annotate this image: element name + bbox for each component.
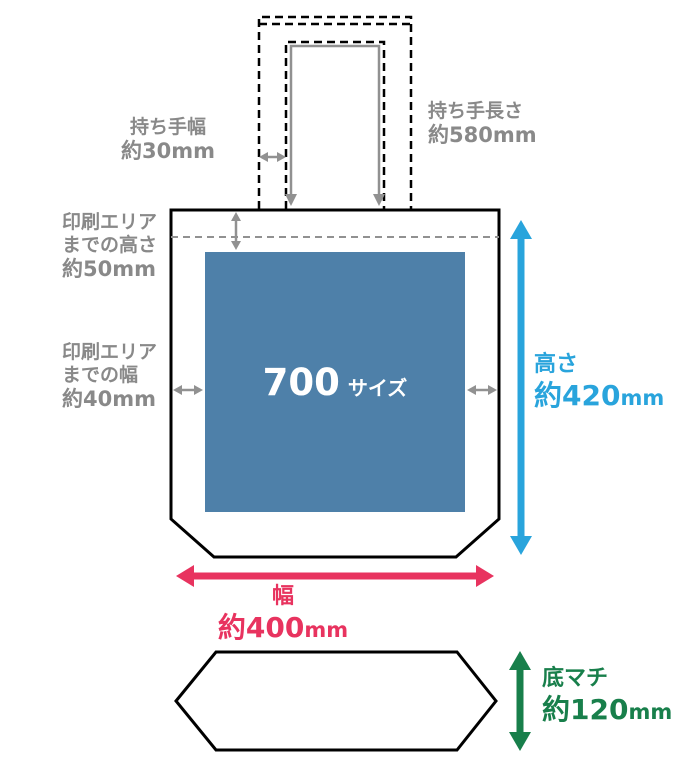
print-offset-top-line2: までの高さ — [62, 234, 158, 257]
gusset-arrowhead-up — [509, 651, 531, 670]
handle-length-arrowhead-right — [373, 194, 385, 206]
handle-outer-outline — [257, 15, 413, 209]
gusset-value-line: 約120mm — [542, 693, 672, 727]
handle-length-value: 約580mm — [428, 123, 537, 148]
width-unit: mm — [304, 617, 349, 642]
print-offset-side-label: 印刷エリア までの幅 約40mm — [62, 341, 157, 413]
width-value-line: 約400mm — [183, 611, 383, 645]
gusset-outline — [174, 650, 498, 752]
print-area-size-inner: 700 サイズ — [263, 361, 408, 404]
handle-width-title: 持ち手幅 — [129, 116, 206, 138]
print-offset-left-arrowhead-right — [194, 385, 203, 395]
print-area — [205, 252, 465, 512]
print-offset-side-line2: までの幅 — [62, 364, 139, 387]
width-arrowhead-right — [476, 565, 494, 587]
print-offset-top-line1: 印刷エリア — [62, 211, 158, 233]
print-offset-left-arrowhead-left — [173, 385, 182, 395]
print-offset-side-line1: 印刷エリア — [62, 341, 158, 363]
height-arrowhead-down — [510, 536, 532, 555]
width-label: 幅 約400mm — [183, 584, 383, 645]
handle-length-title: 持ち手長さ — [428, 100, 524, 122]
height-unit: mm — [620, 385, 665, 410]
print-offset-top-label: 印刷エリア までの高さ 約50mm — [62, 211, 157, 283]
print-offset-top-arrowhead-down — [231, 241, 241, 250]
width-title: 幅 — [271, 584, 294, 609]
print-offset-top-value: 約50mm — [62, 257, 156, 282]
print-area-size-label: 700 サイズ — [205, 252, 465, 512]
gusset-value: 約120 — [542, 692, 629, 726]
print-offset-top-arrowhead-up — [231, 212, 241, 221]
handle-width-value: 約30mm — [121, 139, 215, 164]
print-offset-right-arrowhead-right — [488, 385, 497, 395]
gusset-arrowhead-down — [509, 732, 531, 751]
gusset-unit: mm — [628, 699, 673, 724]
height-value-line: 約420mm — [534, 379, 664, 413]
handle-inner-outline — [284, 40, 386, 209]
handle-length-label: 持ち手長さ 約580mm — [428, 100, 537, 149]
print-offset-right-arrowhead-left — [467, 385, 476, 395]
print-offset-side-value: 約40mm — [62, 387, 156, 412]
height-label: 高さ 約420mm — [534, 352, 664, 413]
height-arrowhead-up — [510, 220, 532, 239]
width-value: 約400 — [217, 610, 305, 644]
handle-length-arrowhead-left — [285, 194, 297, 206]
gusset-label: 底マチ 約120mm — [542, 666, 672, 727]
height-value: 約420 — [534, 378, 621, 412]
handle-width-arrowhead-left — [259, 152, 268, 162]
handle-width-arrowhead-right — [277, 152, 286, 162]
handle-length-arrow — [289, 44, 381, 196]
print-area-size-number: 700 — [262, 360, 340, 404]
gusset-title: 底マチ — [542, 666, 609, 691]
handle-width-label: 持ち手幅 約30mm — [88, 116, 248, 165]
print-area-size-suffix: サイズ — [347, 375, 408, 400]
width-arrowhead-left — [176, 565, 194, 587]
height-title: 高さ — [534, 352, 579, 377]
